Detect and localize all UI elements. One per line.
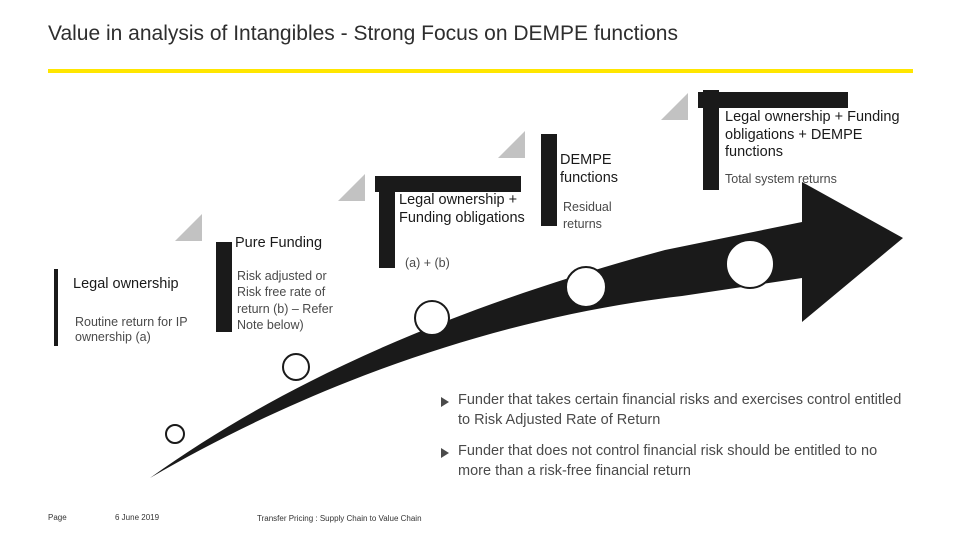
arrow-dot-2 (282, 353, 310, 381)
step-2-corner (175, 214, 202, 241)
step-1-bar (54, 269, 58, 346)
step-2-bar (216, 242, 232, 332)
title-underline (48, 69, 913, 73)
arrow-dot-5 (725, 239, 775, 289)
footer-date: 6 June 2019 (115, 513, 160, 522)
footer-page: Page (48, 513, 67, 522)
step-2-detail: Risk adjusted or Risk free rate of retur… (237, 269, 333, 332)
growth-arrow (150, 182, 903, 478)
bullet-2: Funder that does not control financial r… (458, 443, 878, 479)
footer-document-title: Transfer Pricing : Supply Chain to Value… (257, 514, 422, 523)
step-5-heading: Legal ownership + Funding obligations + … (725, 109, 900, 161)
step-3-corner (338, 174, 365, 201)
step-4-corner (498, 131, 525, 158)
step-5-bar (703, 90, 719, 190)
triangle-right-icon (441, 397, 449, 407)
arrow-dot-4 (565, 266, 607, 308)
step-4-heading: DEMPE functions (560, 152, 619, 186)
step-2-heading: Pure Funding (235, 235, 323, 251)
step-4-bar (541, 134, 557, 226)
arrow-dot-3 (414, 300, 450, 336)
step-5-detail: Total system returns (725, 172, 837, 186)
page-title: Value in analysis of Intangibles - Stron… (48, 22, 678, 45)
step-3-detail: (a) + (b) (405, 256, 450, 270)
step-1-heading: Legal ownership (73, 276, 179, 292)
step-4-detail: Residual returns (563, 200, 612, 231)
arrow-dot-1 (165, 424, 185, 444)
step-3-bar (379, 176, 395, 268)
step-3-heading: Legal ownership + Funding obligations (399, 192, 525, 226)
step-1-detail: Routine return for IP ownership (a) (75, 315, 188, 345)
step-5-cap (698, 92, 848, 108)
bullet-1: Funder that takes certain financial risk… (458, 392, 902, 428)
triangle-right-icon (441, 448, 449, 458)
step-5-corner (661, 93, 688, 120)
step-3-cap (375, 176, 521, 192)
